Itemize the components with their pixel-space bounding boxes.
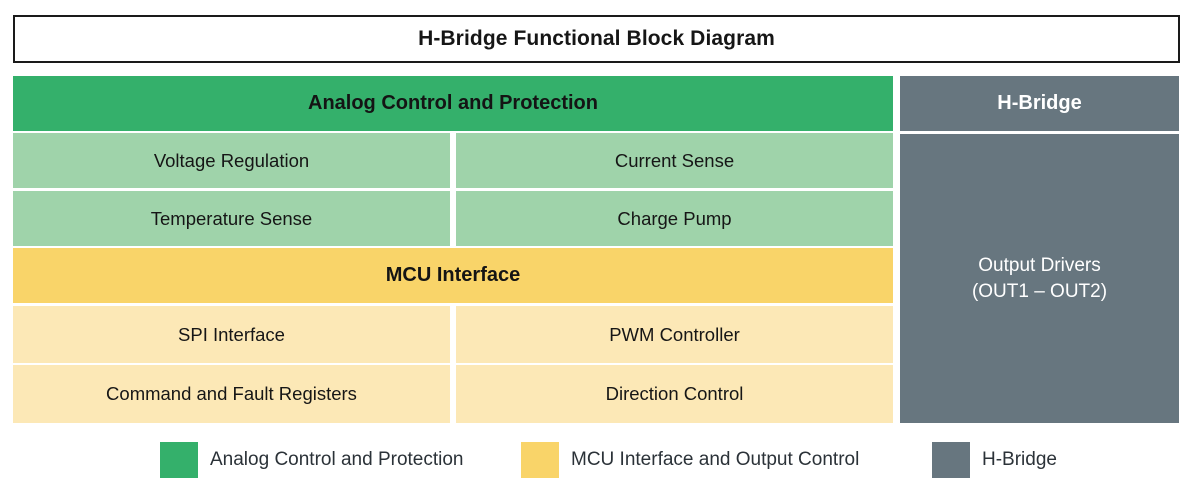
block-command-and-fault-registers: Command and Fault Registers xyxy=(13,365,450,423)
block-spi-interface-label: SPI Interface xyxy=(178,323,285,345)
legend-item-analog-control: Analog Control and Protection xyxy=(160,440,464,480)
block-current-sense-label: Current Sense xyxy=(614,149,735,171)
block-command-and-fault-registers-label: Command and Fault Registers xyxy=(106,383,357,404)
block-charge-pump-label: Charge Pump xyxy=(617,207,732,229)
block-output-drivers-line2: (OUT1 – OUT2) xyxy=(971,280,1108,302)
legend-label-mcu-interface: MCU Interface and Output Control xyxy=(571,449,860,470)
hbridge-header-block: H-Bridge xyxy=(900,76,1179,131)
block-voltage-regulation: Voltage Regulation xyxy=(13,133,450,188)
legend-item-hbridge: H-Bridge xyxy=(932,440,1057,480)
legend-swatch-mcu-interface-icon xyxy=(521,442,559,478)
block-pwm-controller: PWM Controller xyxy=(456,306,893,363)
block-current-sense: Current Sense xyxy=(456,133,893,188)
legend-label-analog-control: Analog Control and Protection xyxy=(210,449,464,470)
diagram-title-box: H-Bridge Functional Block Diagram xyxy=(13,15,1180,63)
page-title: H-Bridge Functional Block Diagram xyxy=(418,27,775,50)
legend: Analog Control and Protection MCU Interf… xyxy=(0,437,1200,489)
block-spi-interface: SPI Interface xyxy=(13,306,450,363)
analog-control-header-block: Analog Control and Protection xyxy=(13,76,893,131)
block-temperature-sense: Temperature Sense xyxy=(13,191,450,246)
left-column: Analog Control and Protection Voltage Re… xyxy=(13,76,893,423)
legend-swatch-hbridge-icon xyxy=(932,442,970,478)
hbridge-header-label: H-Bridge xyxy=(997,92,1082,114)
block-direction-control-label: Direction Control xyxy=(605,383,744,404)
analog-control-header-label: Analog Control and Protection xyxy=(308,92,598,114)
block-pwm-controller-label: PWM Controller xyxy=(609,323,740,345)
mcu-interface-header-block: MCU Interface xyxy=(13,248,893,303)
right-column: H-Bridge Output Drivers (OUT1 – OUT2) xyxy=(900,76,1179,423)
block-output-drivers-line1: Output Drivers xyxy=(978,254,1101,276)
block-output-drivers: Output Drivers (OUT1 – OUT2) xyxy=(900,134,1179,423)
legend-label-hbridge: H-Bridge xyxy=(982,449,1057,470)
block-voltage-regulation-label: Voltage Regulation xyxy=(153,149,310,171)
block-temperature-sense-label: Temperature Sense xyxy=(150,207,313,229)
mcu-interface-header-label: MCU Interface xyxy=(385,264,521,286)
block-charge-pump: Charge Pump xyxy=(456,191,893,246)
legend-item-mcu-interface: MCU Interface and Output Control xyxy=(521,440,859,480)
legend-swatch-analog-control-icon xyxy=(160,442,198,478)
block-direction-control: Direction Control xyxy=(456,365,893,423)
